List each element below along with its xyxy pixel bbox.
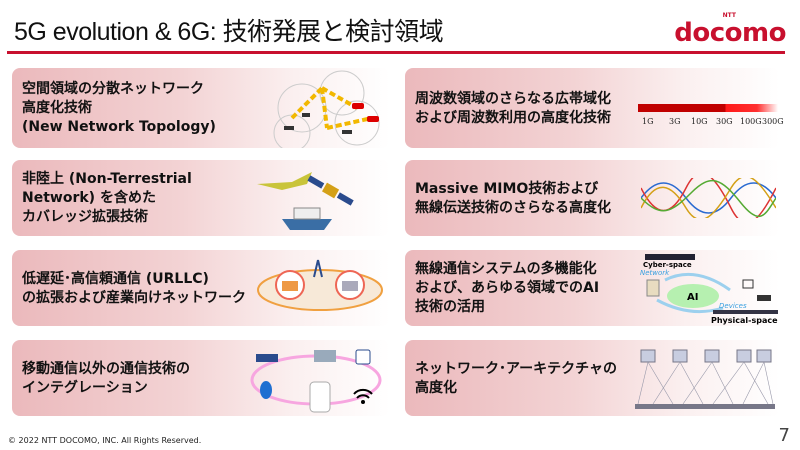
- tick-label: 100G: [740, 117, 762, 126]
- card-text: の拡張および産業向けネットワーク: [22, 290, 246, 306]
- card-massive-mimo: Massive MIMO技術および無線伝送技術のさらなる高度化: [405, 160, 780, 236]
- card-text: 高度化技術: [22, 100, 92, 116]
- card-text: ネットワーク･アーキテクチャの: [415, 361, 618, 377]
- card-text: 非陸上 (Non-Terrestrial: [22, 171, 192, 187]
- card-frequency: 周波数領域のさらなる広帯域化および周波数利用の高度化技術: [405, 68, 780, 148]
- distributed-network-icon: [273, 70, 380, 148]
- wireless-tech-icon: [250, 349, 382, 413]
- devices-label: Devices: [719, 302, 747, 310]
- title-divider: [7, 51, 785, 54]
- logo-ntt: NTT: [722, 12, 736, 19]
- tick-label: 1G: [642, 117, 654, 126]
- cyber-space-label: Cyber-space: [643, 261, 692, 269]
- factory-network-icon: [257, 259, 383, 311]
- network-label: Network: [640, 269, 670, 277]
- satellite-plane-ship-icon: [257, 172, 354, 230]
- tick-label: 3G: [669, 117, 681, 126]
- card-text: および周波数利用の高度化技術: [415, 110, 611, 126]
- page-number: 7: [778, 425, 790, 446]
- page-title: 5G evolution & 6G: 技術発展と検討領域: [14, 18, 444, 46]
- card-text: 無線伝送技術のさらなる高度化: [415, 200, 611, 216]
- docomo-logo: docomo: [674, 18, 786, 48]
- ai-label: AI: [687, 292, 698, 303]
- physical-space-label: Physical-space: [711, 316, 778, 325]
- card-integration: 移動通信以外の通信技術のインテグレーション: [12, 340, 390, 416]
- card-network-architecture: ネットワーク･アーキテクチャの高度化: [405, 340, 780, 416]
- card-urllc: 低遅延･高信頼通信 (URLLC) の拡張および産業向けネットワーク: [12, 250, 390, 326]
- card-text: 移動通信以外の通信技術の: [22, 361, 190, 377]
- copyright: © 2022 NTT DOCOMO, INC. All Rights Reser…: [8, 436, 202, 445]
- tick-label: 300G: [762, 117, 784, 126]
- cyber-physical-ai-icon: Cyber-space Network AI Devices Physical-…: [640, 254, 778, 325]
- card-text: 技術の活用: [415, 299, 485, 315]
- card-text: 無線通信システムの多機能化: [415, 261, 597, 277]
- card-text: インテグレーション: [22, 380, 148, 396]
- card-text: Massive MIMO技術および: [415, 181, 599, 197]
- card-text: カバレッジ拡張技術: [22, 209, 148, 225]
- tick-label: 10G: [691, 117, 708, 126]
- card-ai: 無線通信システムの多機能化および、あらゆる領域でのAI 技術の活用 Cyber-s…: [405, 250, 780, 326]
- network-architecture-icon: [635, 349, 775, 409]
- card-text: Network) を含めた: [22, 190, 156, 206]
- waveform-icon: [641, 178, 776, 218]
- card-text: 周波数領域のさらなる広帯域化: [415, 91, 611, 107]
- card-network-topology: 空間領域の分散ネットワーク高度化技術 (New Network Topology): [12, 68, 390, 148]
- card-text: および、あらゆる領域でのAI: [415, 280, 600, 296]
- card-text: (New Network Topology): [22, 119, 216, 135]
- card-text: 空間領域の分散ネットワーク: [22, 81, 204, 97]
- card-text: 高度化: [415, 380, 457, 396]
- card-text: 低遅延･高信頼通信 (URLLC): [22, 271, 209, 287]
- tick-label: 30G: [716, 117, 733, 126]
- frequency-bar: [638, 104, 778, 112]
